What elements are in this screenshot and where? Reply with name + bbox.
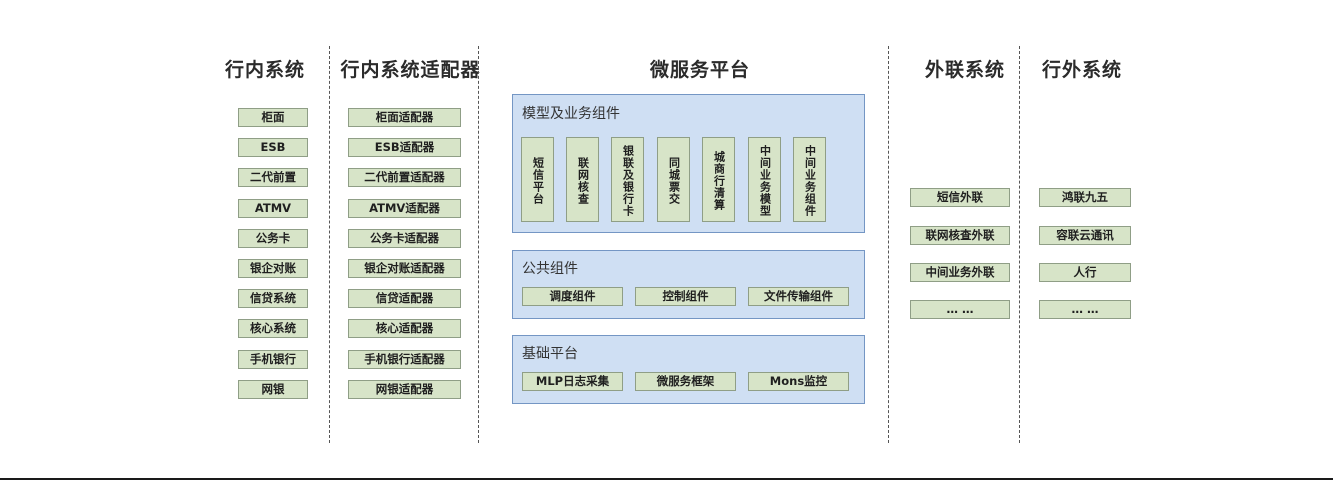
node-outside-2[interactable]: 人行 <box>1039 263 1131 282</box>
node-in-bank-2[interactable]: 二代前置 <box>238 168 308 187</box>
node-external-1[interactable]: 联网核查外联 <box>910 226 1010 245</box>
separator-1 <box>329 46 330 443</box>
node-model-6[interactable]: 中间业务组件 <box>793 137 826 222</box>
node-model-1[interactable]: 联网核查 <box>566 137 599 222</box>
node-in-bank-6[interactable]: 信贷系统 <box>238 289 308 308</box>
panel-title-public-components: 公共组件 <box>522 261 578 277</box>
node-model-3[interactable]: 同城票交 <box>657 137 690 222</box>
separator-3 <box>888 46 889 443</box>
column-title-in-bank-adapters: 行内系统适配器 <box>340 59 481 81</box>
column-title-in-bank-systems: 行内系统 <box>224 59 305 81</box>
node-outside-3[interactable]: … … <box>1039 300 1131 319</box>
node-model-2[interactable]: 银联及银行卡 <box>611 137 644 222</box>
node-in-bank-8[interactable]: 手机银行 <box>238 350 308 369</box>
node-model-4[interactable]: 城商行清算 <box>702 137 735 222</box>
node-in-bank-1[interactable]: ESB <box>238 138 308 157</box>
panel-base-platform <box>512 335 865 404</box>
column-title-external-link-systems: 外联系统 <box>924 59 1005 81</box>
node-outside-0[interactable]: 鸿联九五 <box>1039 188 1131 207</box>
node-in-bank-3[interactable]: ATMV <box>238 199 308 218</box>
panel-public-components <box>512 250 865 319</box>
node-in-bank-4[interactable]: 公务卡 <box>238 229 308 248</box>
node-base-0[interactable]: MLP日志采集 <box>522 372 623 391</box>
node-adapter-3[interactable]: ATMV适配器 <box>348 199 461 218</box>
node-public-2[interactable]: 文件传输组件 <box>748 287 849 306</box>
node-external-0[interactable]: 短信外联 <box>910 188 1010 207</box>
separator-4 <box>1019 46 1020 443</box>
node-in-bank-5[interactable]: 银企对账 <box>238 259 308 278</box>
node-model-5[interactable]: 中间业务模型 <box>748 137 781 222</box>
node-external-3[interactable]: … … <box>910 300 1010 319</box>
node-adapter-9[interactable]: 网银适配器 <box>348 380 461 399</box>
node-adapter-1[interactable]: ESB适配器 <box>348 138 461 157</box>
node-in-bank-9[interactable]: 网银 <box>238 380 308 399</box>
node-external-2[interactable]: 中间业务外联 <box>910 263 1010 282</box>
node-adapter-6[interactable]: 信贷适配器 <box>348 289 461 308</box>
node-adapter-8[interactable]: 手机银行适配器 <box>348 350 461 369</box>
node-adapter-7[interactable]: 核心适配器 <box>348 319 461 338</box>
node-base-1[interactable]: 微服务框架 <box>635 372 736 391</box>
panel-title-model-and-business-components: 模型及业务组件 <box>522 106 620 122</box>
node-adapter-2[interactable]: 二代前置适配器 <box>348 168 461 187</box>
node-outside-1[interactable]: 容联云通讯 <box>1039 226 1131 245</box>
node-adapter-5[interactable]: 银企对账适配器 <box>348 259 461 278</box>
column-title-outside-bank-systems: 行外系统 <box>1041 59 1122 81</box>
node-adapter-0[interactable]: 柜面适配器 <box>348 108 461 127</box>
platform-title: 微服务平台 <box>649 59 750 81</box>
node-model-0[interactable]: 短信平台 <box>521 137 554 222</box>
separator-2 <box>478 46 479 443</box>
node-base-2[interactable]: Mons监控 <box>748 372 849 391</box>
node-in-bank-0[interactable]: 柜面 <box>238 108 308 127</box>
panel-title-base-platform: 基础平台 <box>522 346 578 362</box>
node-adapter-4[interactable]: 公务卡适配器 <box>348 229 461 248</box>
node-public-0[interactable]: 调度组件 <box>522 287 623 306</box>
bottom-divider <box>0 478 1333 480</box>
node-public-1[interactable]: 控制组件 <box>635 287 736 306</box>
node-in-bank-7[interactable]: 核心系统 <box>238 319 308 338</box>
